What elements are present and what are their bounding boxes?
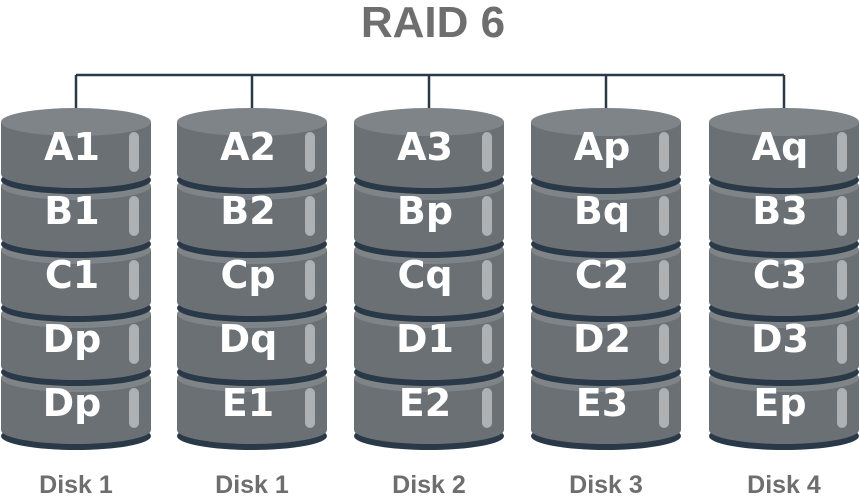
platter-highlight	[305, 260, 315, 300]
block-label: C1	[45, 253, 99, 297]
block-label: Ep	[753, 381, 806, 425]
disk-label: Disk 4	[747, 471, 821, 496]
platter: Ap	[531, 108, 681, 194]
block-label: A3	[397, 125, 453, 169]
platter-highlight	[482, 196, 492, 236]
platter-highlight	[129, 260, 139, 300]
platter: A1	[1, 108, 151, 194]
platter-highlight	[305, 132, 315, 172]
platter-highlight	[659, 196, 669, 236]
platter-highlight	[837, 132, 847, 172]
platter-highlight	[129, 196, 139, 236]
platter-highlight	[129, 388, 139, 428]
block-label: D1	[396, 317, 454, 361]
block-label: A2	[220, 125, 276, 169]
block-label: Dp	[43, 317, 102, 361]
platter-highlight	[305, 196, 315, 236]
block-label: C2	[575, 253, 629, 297]
platter: Bp	[354, 172, 504, 258]
platter-highlight	[482, 132, 492, 172]
connector-lines	[74, 73, 786, 122]
disk-label: Disk 1	[39, 471, 113, 496]
platter: Aq	[709, 108, 859, 194]
platter-highlight	[837, 324, 847, 364]
platter-highlight	[659, 260, 669, 300]
block-label: D3	[751, 317, 809, 361]
block-label: E1	[222, 381, 274, 425]
platter-highlight	[837, 260, 847, 300]
block-label: Cp	[220, 253, 275, 297]
platter-highlight	[305, 324, 315, 364]
platter-highlight	[659, 324, 669, 364]
platter: A2	[177, 108, 327, 194]
block-label: B3	[752, 189, 807, 233]
block-label: E3	[576, 381, 628, 425]
platter-highlight	[482, 324, 492, 364]
disk-label: Disk 1	[215, 471, 289, 496]
diagram-title: RAID 6	[361, 0, 505, 47]
block-label: Aq	[752, 125, 809, 169]
block-label: A1	[44, 125, 100, 169]
block-label: B1	[44, 189, 99, 233]
block-label: C3	[753, 253, 807, 297]
block-label: Ap	[574, 125, 631, 169]
platter-highlight	[482, 388, 492, 428]
block-label: D2	[573, 317, 631, 361]
block-label: Cq	[397, 253, 452, 297]
platter-highlight	[837, 388, 847, 428]
block-label: Bq	[574, 189, 630, 233]
block-label: Bp	[397, 189, 453, 233]
block-label: Dp	[43, 381, 102, 425]
platter-highlight	[659, 388, 669, 428]
platter-highlight	[659, 132, 669, 172]
block-label: E2	[399, 381, 451, 425]
platter-highlight	[837, 196, 847, 236]
platter-highlight	[482, 260, 492, 300]
disk-label: Disk 3	[569, 471, 643, 496]
block-label: Dq	[219, 317, 278, 361]
block-label: B2	[220, 189, 275, 233]
platter-highlight	[305, 388, 315, 428]
platter: A3	[354, 108, 504, 194]
platter-highlight	[129, 132, 139, 172]
platter-highlight	[129, 324, 139, 364]
disk-label: Disk 2	[392, 471, 466, 496]
